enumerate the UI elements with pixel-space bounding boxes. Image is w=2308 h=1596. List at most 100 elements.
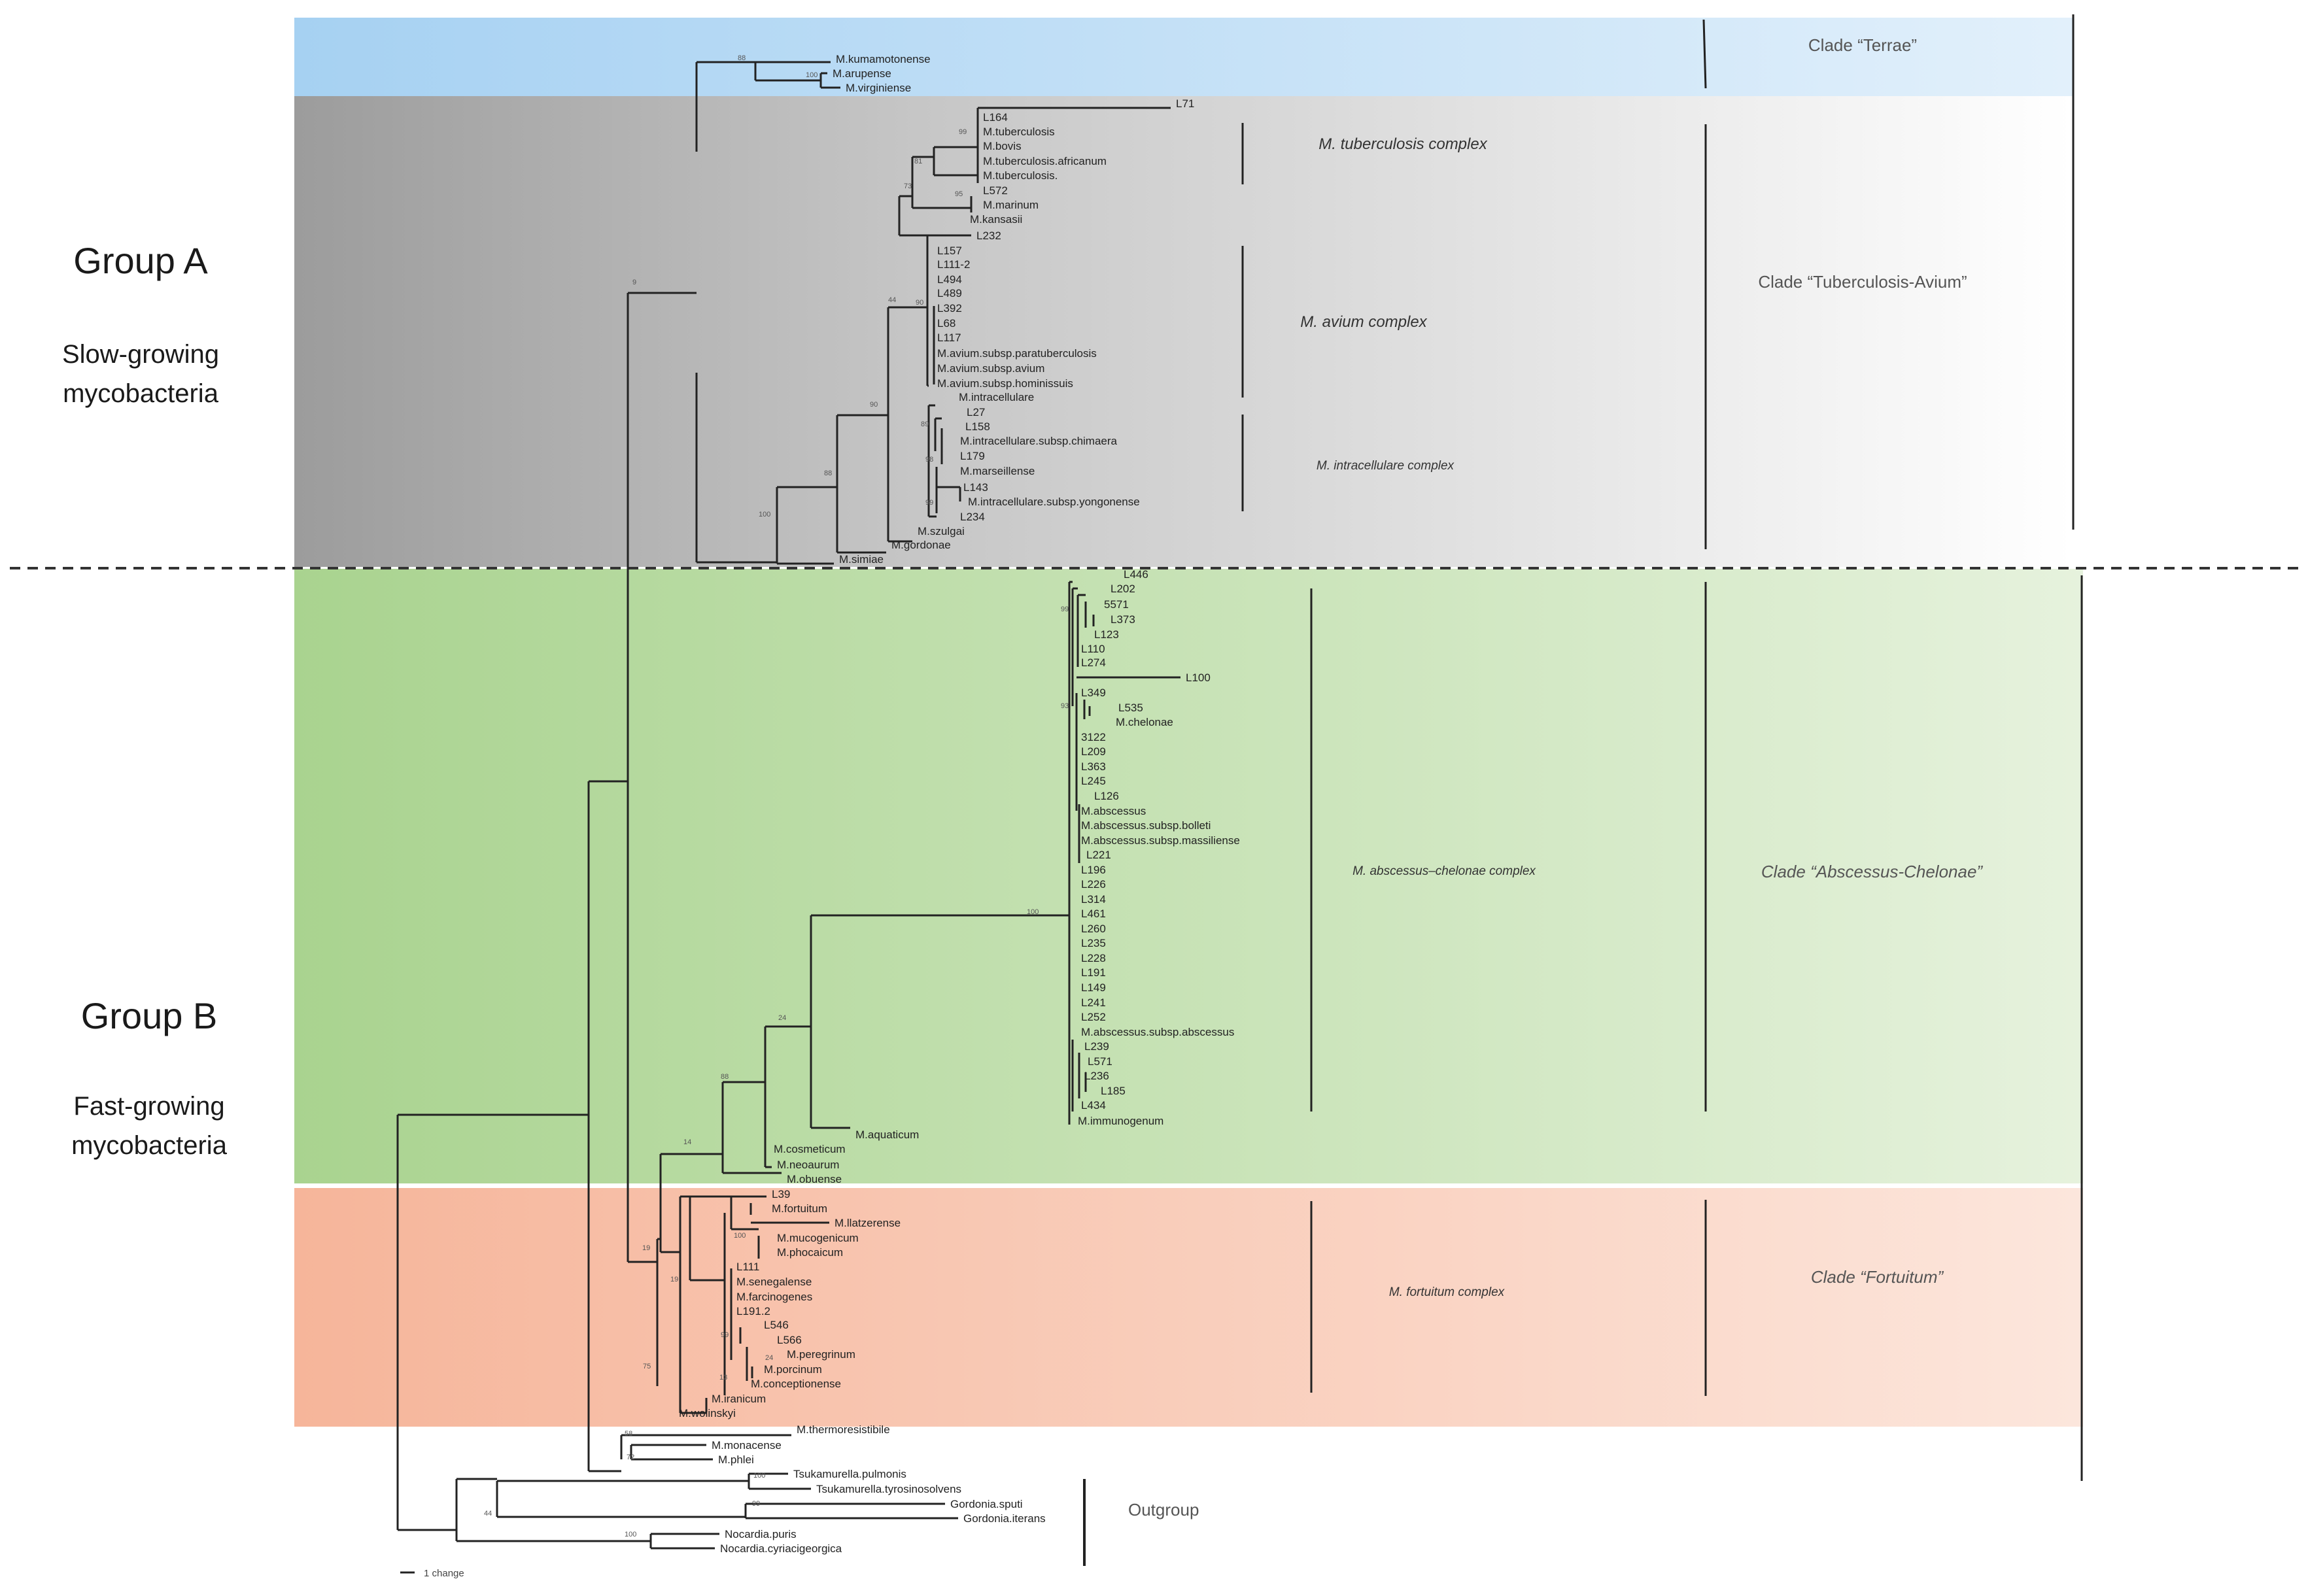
bootstrap-value: 81 bbox=[914, 158, 922, 165]
leaf-label: L221 bbox=[1086, 849, 1111, 861]
leaf-label: L489 bbox=[937, 287, 962, 299]
bootstrap-value: 99 bbox=[752, 1500, 760, 1508]
leaf-label: M.iranicum bbox=[712, 1393, 766, 1405]
bootstrap-value: 88 bbox=[824, 469, 832, 477]
bootstrap-value: 14 bbox=[683, 1138, 691, 1146]
leaf-label: L39 bbox=[772, 1188, 790, 1200]
bootstrap-value: 99 bbox=[925, 499, 933, 507]
leaf-label: M.abscessus bbox=[1081, 805, 1146, 817]
leaf-label: M.aquaticum bbox=[855, 1129, 919, 1141]
leaf-label: Tsukamurella.pulmonis bbox=[793, 1468, 906, 1480]
group-b-title: Group B bbox=[81, 995, 218, 1036]
leaf-label: L68 bbox=[937, 317, 956, 330]
leaf-label: L202 bbox=[1111, 583, 1135, 595]
leaf-label: M.phlei bbox=[718, 1453, 754, 1466]
clade-bar-terrae bbox=[1702, 19, 1707, 89]
bootstrap-value: 90 bbox=[916, 299, 923, 307]
leaf-label: M.avium.subsp.paratuberculosis bbox=[937, 347, 1097, 360]
band-abscessus-chelonae bbox=[294, 569, 2083, 1183]
leaf-label: L234 bbox=[960, 511, 985, 523]
leaf-label: M.abscessus.subsp.abscessus bbox=[1081, 1026, 1234, 1038]
leaf-label: M.abscessus.subsp.bolleti bbox=[1081, 819, 1211, 832]
leaf-label: L235 bbox=[1081, 937, 1106, 949]
leaf-label: M.phocaicum bbox=[777, 1246, 843, 1259]
leaf-label: M.obuense bbox=[787, 1173, 842, 1185]
bootstrap-value: 99 bbox=[959, 128, 967, 136]
leaf-label: 3122 bbox=[1081, 731, 1106, 743]
leaf-label: L314 bbox=[1081, 893, 1106, 906]
leaf-label: L100 bbox=[1186, 671, 1211, 684]
leaf-label: L179 bbox=[960, 450, 985, 462]
leaf-label: L260 bbox=[1081, 923, 1106, 935]
leaf-label: M.thermoresistibile bbox=[797, 1423, 890, 1436]
leaf-label: M.arupense bbox=[833, 67, 891, 80]
leaf-label: Tsukamurella.tyrosinosolvens bbox=[816, 1483, 961, 1495]
leaf-label: L274 bbox=[1081, 656, 1106, 669]
leaf-label: L572 bbox=[983, 184, 1008, 197]
leaf-label: L373 bbox=[1111, 613, 1135, 626]
bootstrap-value: 9 bbox=[632, 279, 636, 286]
leaf-label: M.simiae bbox=[839, 553, 884, 566]
leaf-label: L71 bbox=[1176, 97, 1194, 110]
leaf-label: M.immunogenum bbox=[1078, 1115, 1163, 1127]
bootstrap-value: 93 bbox=[1061, 702, 1069, 710]
clade-label-fortuitum: Clade “Fortuitum” bbox=[1811, 1267, 1944, 1287]
leaf-label: L158 bbox=[965, 420, 990, 433]
leaf-label: L185 bbox=[1101, 1085, 1126, 1097]
leaf-label: L535 bbox=[1118, 702, 1143, 714]
leaf-label: M.bovis bbox=[983, 140, 1022, 152]
leaf-label: M.kumamotonense bbox=[836, 53, 931, 65]
leaf-label: M.virginiense bbox=[846, 82, 911, 94]
leaf-label: L27 bbox=[967, 406, 985, 418]
bootstrap-value: 100 bbox=[753, 1472, 765, 1480]
leaf-label: L226 bbox=[1081, 878, 1106, 891]
bootstrap-value: 90 bbox=[870, 401, 878, 409]
leaf-label: M.avium.subsp.avium bbox=[937, 362, 1044, 375]
leaf-label: M.intracellulare.subsp.yongonense bbox=[968, 496, 1140, 508]
leaf-label: L228 bbox=[1081, 952, 1106, 964]
leaf-label: L149 bbox=[1081, 981, 1106, 994]
leaf-label: M.monacense bbox=[712, 1439, 782, 1452]
band-tuberculosis-avium bbox=[294, 96, 2073, 567]
group-b-subtitle-1: Fast-growing bbox=[73, 1092, 224, 1121]
leaf-label: M.farcinogenes bbox=[736, 1291, 812, 1303]
bootstrap-value: 72 bbox=[627, 1453, 634, 1461]
leaf-label: L111 bbox=[736, 1261, 759, 1273]
leaf-label: L461 bbox=[1081, 908, 1106, 920]
complex-label-tuberculosis: M. tuberculosis complex bbox=[1318, 135, 1487, 153]
leaf-label: L191.2 bbox=[736, 1305, 770, 1317]
leaf-label: M.tuberculosis. bbox=[983, 169, 1058, 182]
bootstrap-value: 100 bbox=[1027, 908, 1039, 916]
leaf-label: M.mucogenicum bbox=[777, 1232, 859, 1244]
bootstrap-value: 44 bbox=[484, 1510, 492, 1518]
band-fortuitum bbox=[294, 1188, 2083, 1427]
leaf-label: M.tuberculosis.africanum bbox=[983, 155, 1107, 167]
band-terrae bbox=[294, 18, 2073, 96]
leaf-label: L241 bbox=[1081, 996, 1106, 1009]
leaf-label: L349 bbox=[1081, 687, 1106, 699]
leaf-label: 5571 bbox=[1104, 598, 1129, 611]
leaf-label: L434 bbox=[1081, 1099, 1106, 1112]
leaf-label: L143 bbox=[963, 481, 988, 494]
leaf-label: M.avium.subsp.hominissuis bbox=[937, 377, 1073, 390]
bootstrap-value: 89 bbox=[921, 420, 929, 428]
leaf-label: L494 bbox=[937, 273, 962, 286]
clade-label-terrae: Clade “Terrae” bbox=[1808, 35, 1917, 55]
leaf-label: L196 bbox=[1081, 864, 1106, 876]
complex-label-intracellulare: M. intracellulare complex bbox=[1317, 459, 1455, 473]
leaf-label: Gordonia.sputi bbox=[950, 1498, 1023, 1510]
bootstrap-value: 24 bbox=[778, 1014, 786, 1022]
leaf-label: M.fortuitum bbox=[772, 1202, 827, 1215]
bootstrap-value: 73 bbox=[904, 182, 912, 190]
leaf-label: L546 bbox=[764, 1319, 789, 1331]
leaf-label: L571 bbox=[1088, 1055, 1112, 1068]
bootstrap-value: 98 bbox=[925, 456, 933, 464]
bootstrap-value: 95 bbox=[955, 190, 963, 198]
leaf-label: L209 bbox=[1081, 745, 1106, 758]
leaf-label: L236 bbox=[1084, 1070, 1109, 1082]
leaf-label: M.kansasii bbox=[970, 213, 1022, 226]
tree-leaf-labels: M.kumamotonenseM.arupenseM.virginienseL7… bbox=[679, 53, 1240, 1555]
leaf-label: L164 bbox=[983, 111, 1008, 124]
